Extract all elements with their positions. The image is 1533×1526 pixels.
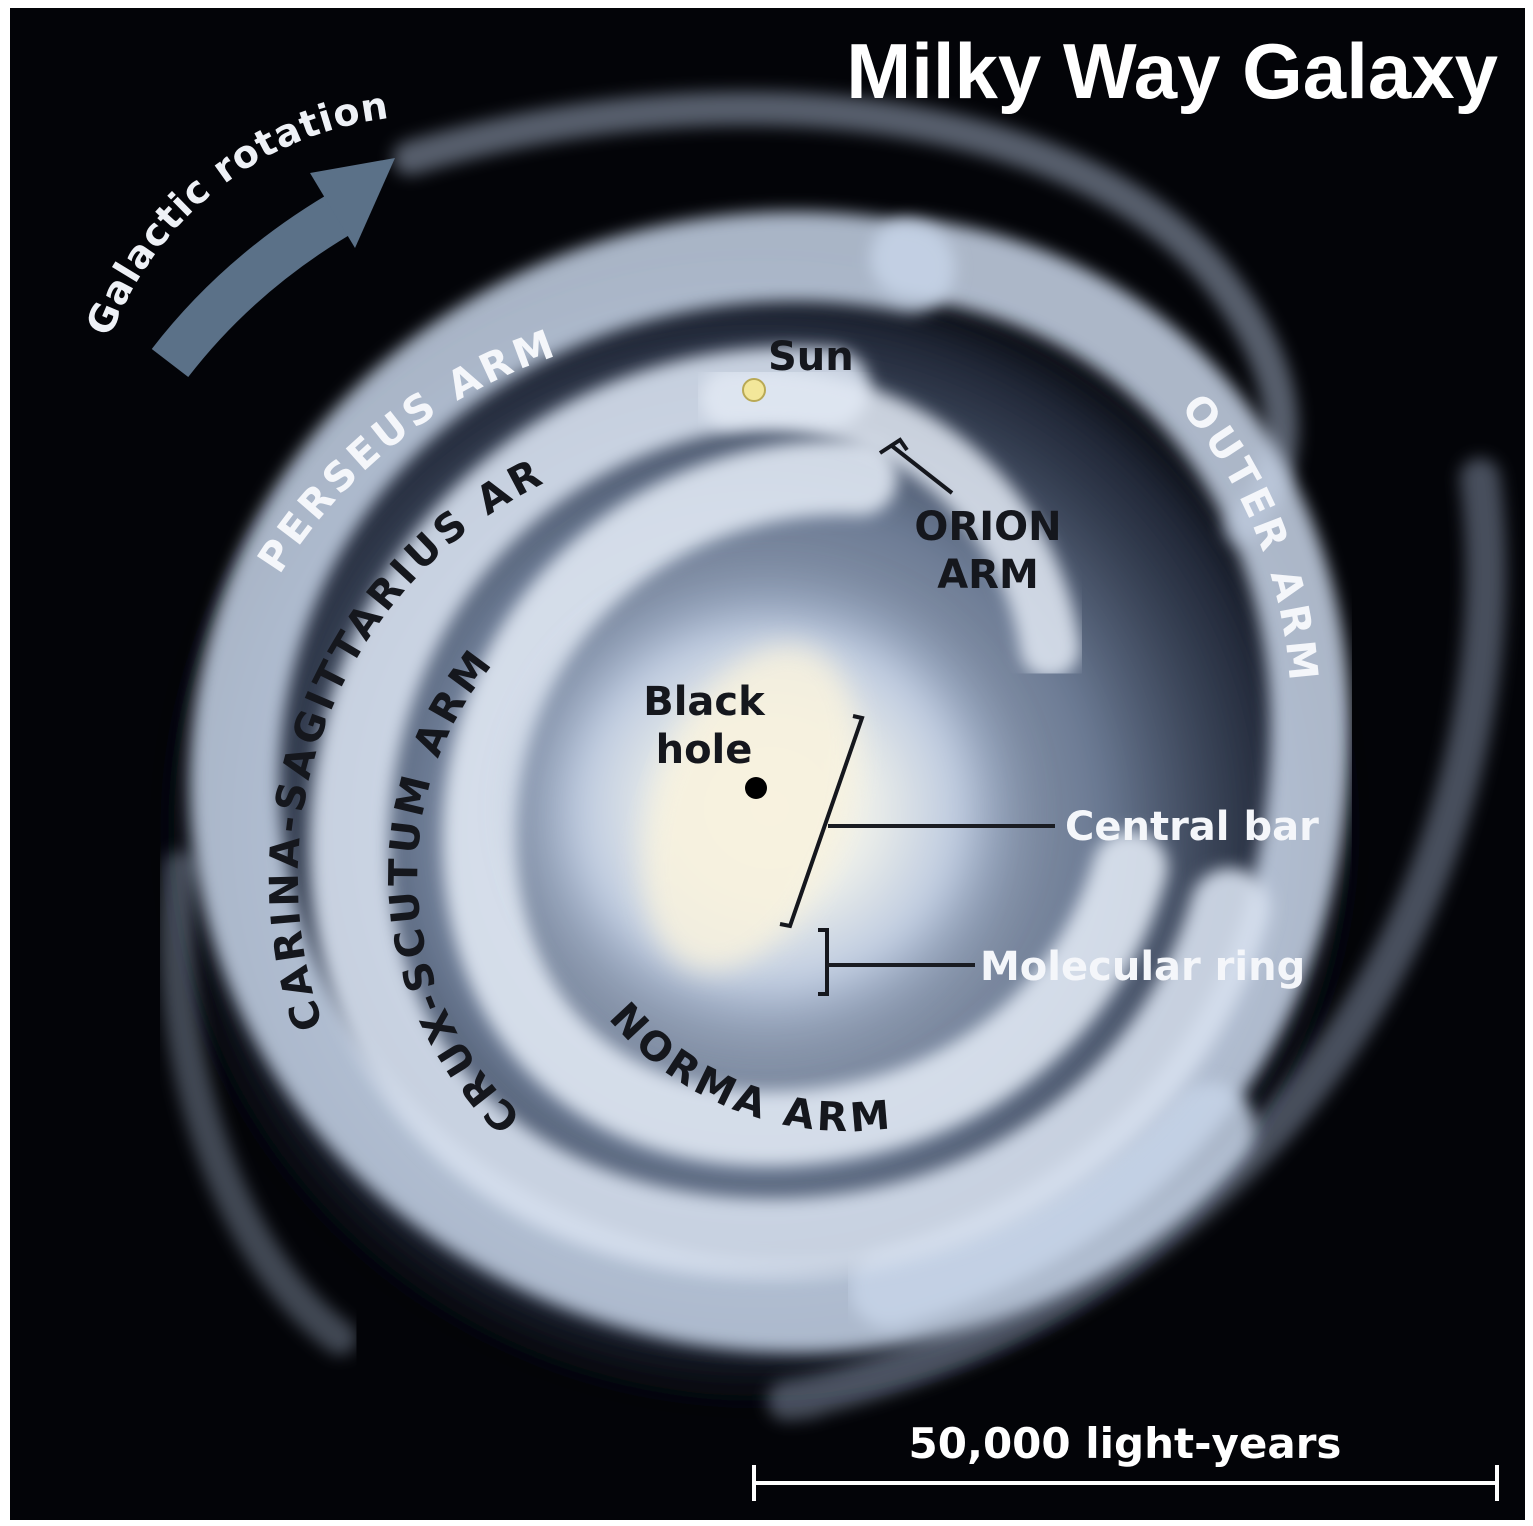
spiral-arms <box>159 91 1507 1421</box>
galaxy-illustration: Milky Way Galaxy Galactic rotation PERSE… <box>10 8 1507 1501</box>
orion-arm-label-line1: ORION <box>914 504 1061 550</box>
faint-outer-arm <box>393 91 1299 545</box>
central-bar-label: Central bar <box>1065 804 1319 850</box>
black-hole-label-line1: Black <box>643 679 766 725</box>
orion-arm-label-line2: ARM <box>937 552 1039 598</box>
scale-bar-label: 50,000 light-years <box>909 1419 1342 1468</box>
faint-outer-arm-left <box>159 851 357 1355</box>
galactic-core <box>500 558 1040 1058</box>
orion-arm-band <box>700 367 1080 678</box>
diagram-title: Milky Way Galaxy <box>846 27 1498 115</box>
molecular-ring-leader <box>818 928 975 996</box>
molecular-ring-label: Molecular ring <box>980 944 1305 990</box>
rotation-arrow-icon <box>151 158 395 378</box>
carina-arm-band <box>309 346 1270 1279</box>
orion-arm-leader <box>878 437 954 495</box>
scale-bar <box>752 1465 1499 1501</box>
central-bar-leader <box>779 714 1055 929</box>
black-hole-label-line2: hole <box>656 727 753 773</box>
perseus-arm-band <box>189 211 1255 1353</box>
galaxy-diagram: Milky Way Galaxy Galactic rotation PERSE… <box>10 8 1525 1520</box>
sun-marker-icon <box>742 378 766 402</box>
black-hole-marker-icon <box>745 777 767 799</box>
sun-label: Sun <box>768 334 854 380</box>
crux-arm-band <box>442 440 1168 1167</box>
